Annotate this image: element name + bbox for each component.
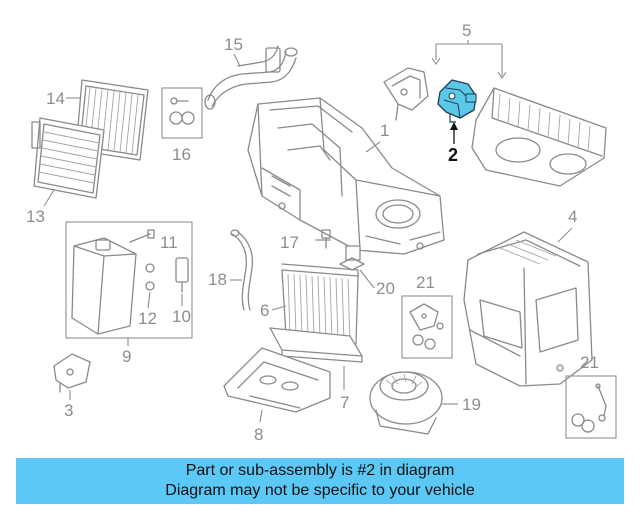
part-10-valve <box>175 257 189 293</box>
part-1-hvac-housing <box>247 97 445 255</box>
part-5-bracket <box>383 67 429 121</box>
part-7-filter-cover <box>269 327 363 363</box>
part-15-heater-pipe <box>204 45 298 110</box>
callout-5: 5 <box>462 21 471 40</box>
part-16-box <box>161 87 203 139</box>
part-2-actuator-highlighted <box>437 79 477 123</box>
info-banner: Part or sub-assembly is #2 in diagram Di… <box>16 458 624 504</box>
callout-12: 12 <box>138 309 157 328</box>
part-21-box-lower <box>565 375 617 439</box>
callout-21-lower: 21 <box>580 353 599 372</box>
part-13-evaporator <box>31 117 105 199</box>
part-6-cabin-filter <box>281 263 359 345</box>
part-18-drain-hose <box>230 229 254 311</box>
callout-20: 20 <box>376 279 395 298</box>
callout-9: 9 <box>122 347 131 366</box>
callout-6: 6 <box>260 301 269 320</box>
callout-13: 13 <box>26 207 45 226</box>
callout-14: 14 <box>46 89 65 108</box>
callout-1: 1 <box>380 121 389 140</box>
callout-3: 3 <box>64 401 73 420</box>
callout-8: 8 <box>254 425 263 444</box>
callout-10: 10 <box>172 307 191 326</box>
part-12-washer <box>145 281 155 291</box>
callout-16: 16 <box>172 145 191 164</box>
callout-4: 4 <box>568 207 577 226</box>
part-11-bolt <box>129 229 155 273</box>
parts-diagram: 15 16 14 13 <box>26 21 617 444</box>
part-8-tray <box>223 347 331 413</box>
callout-11: 11 <box>160 233 178 252</box>
callout-21-upper: 21 <box>416 273 435 292</box>
part-16-clips <box>169 97 195 125</box>
part-5-distribution-duct <box>471 87 607 187</box>
part-19-blower-motor <box>369 371 443 435</box>
callout-18: 18 <box>208 270 227 289</box>
part-9-box <box>65 221 193 339</box>
callout-17: 17 <box>280 233 299 252</box>
part-17-bolt <box>315 229 331 249</box>
part-21-box-upper <box>401 295 453 359</box>
callout-7: 7 <box>340 393 349 412</box>
part-20-sensor <box>339 245 365 271</box>
callout-19: 19 <box>462 395 481 414</box>
banner-line-disclaimer: Diagram may not be specific to your vehi… <box>165 482 475 499</box>
part-3-actuator <box>53 353 91 393</box>
callout-15: 15 <box>224 35 243 54</box>
banner-line-part: Part or sub-assembly is #2 in diagram <box>185 462 455 479</box>
part-21-lower-parts <box>571 383 607 433</box>
part-9-filter-block <box>71 237 137 335</box>
part-4-housing-half <box>463 231 593 387</box>
part-21-upper-parts <box>409 303 444 350</box>
callout-2: 2 <box>448 145 458 165</box>
